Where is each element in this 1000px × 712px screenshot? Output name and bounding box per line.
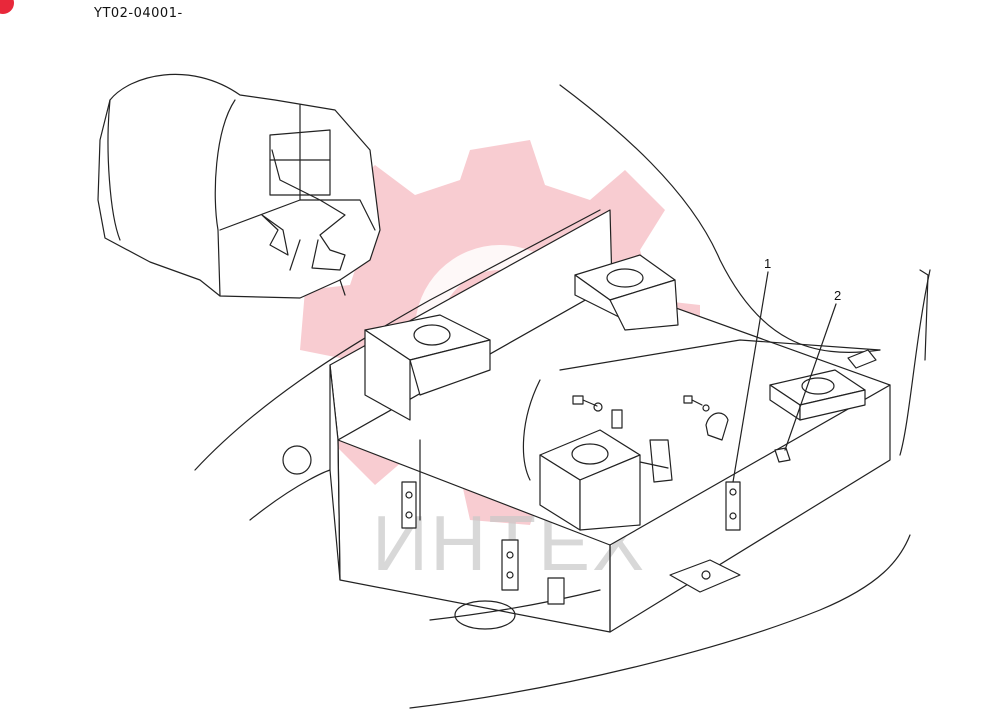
callout-1-label: 1 <box>764 256 771 271</box>
bracket-block-left <box>364 314 491 421</box>
bracket-block-front <box>539 429 641 531</box>
corner-marker <box>0 0 14 14</box>
part-1-mount-bar <box>725 271 769 531</box>
cab-inset <box>97 73 381 299</box>
part-code: YT02-04001- <box>94 6 183 21</box>
bracket-block-right <box>769 349 877 421</box>
front-plates <box>401 481 741 605</box>
fasteners <box>572 395 729 483</box>
callout-2-label: 2 <box>834 288 841 303</box>
part-2-nut <box>774 303 837 463</box>
bracket-block-back <box>574 254 679 331</box>
